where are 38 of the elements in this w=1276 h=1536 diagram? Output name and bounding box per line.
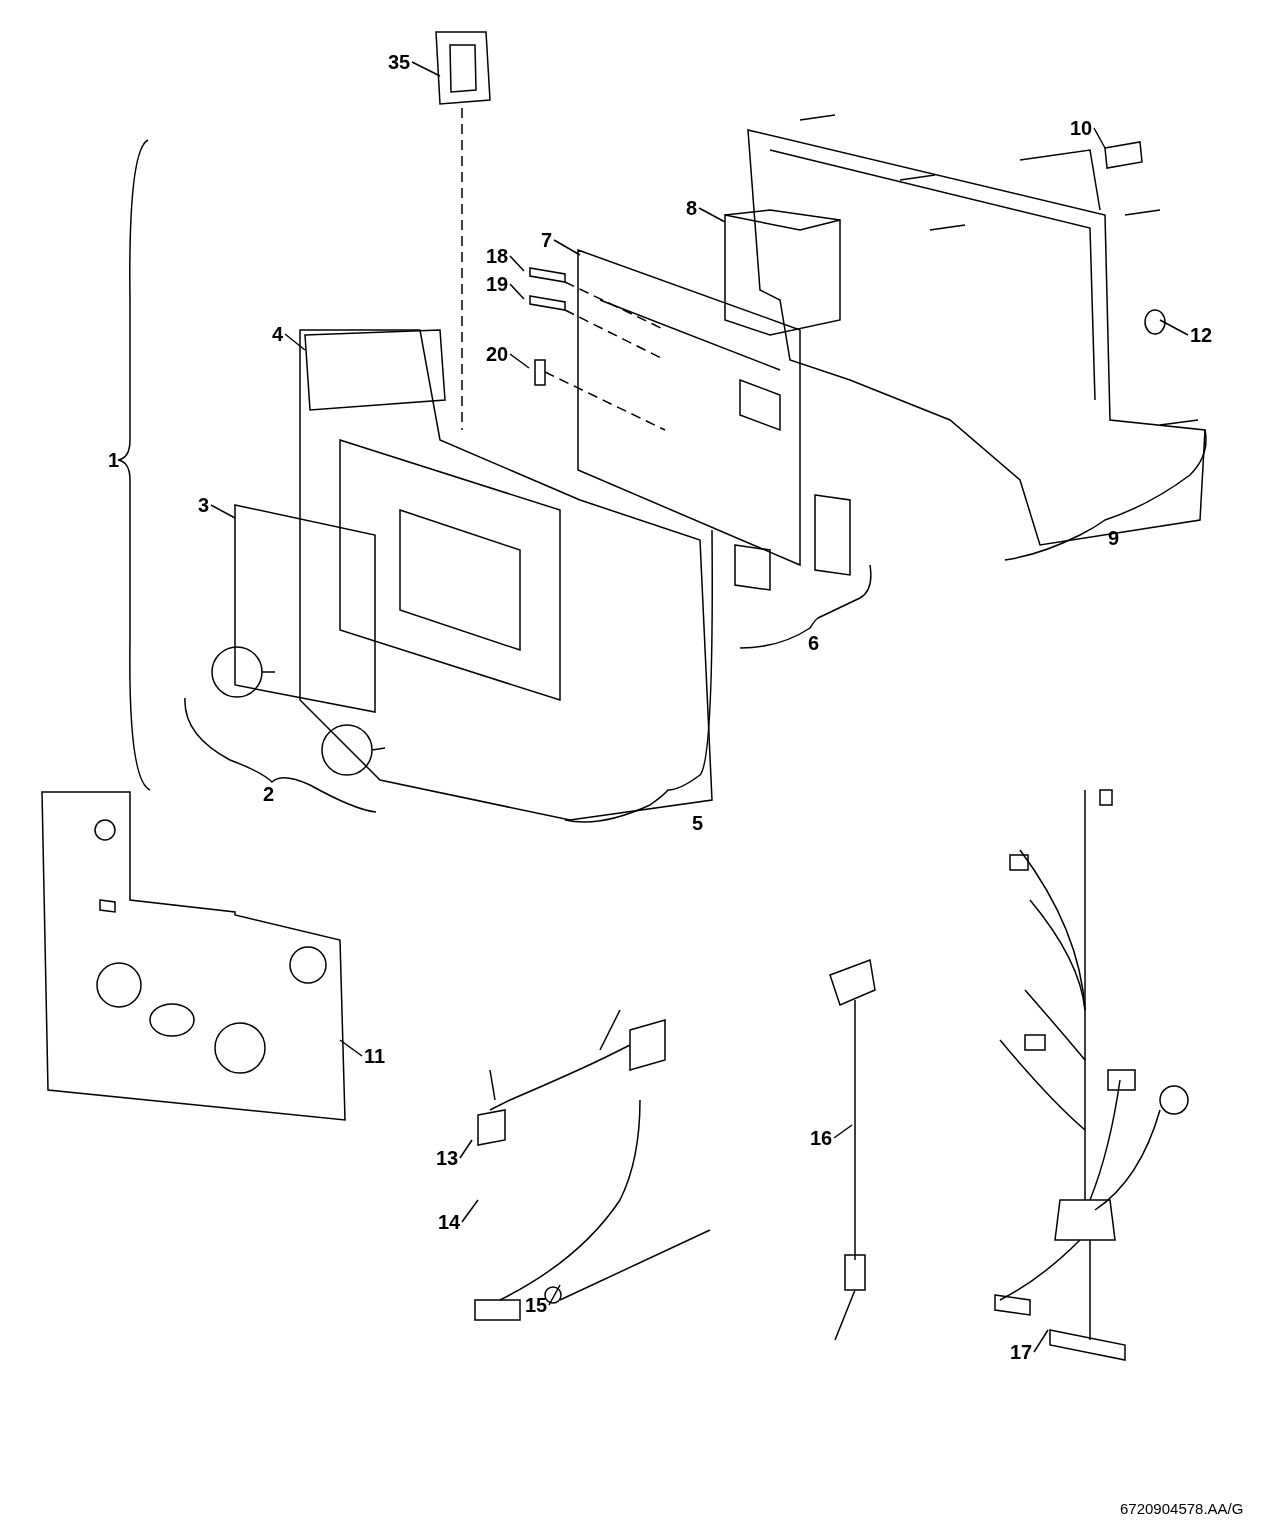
callout-number: 12	[1190, 324, 1213, 346]
callout-number: 19	[486, 273, 509, 295]
callout-number: 10	[1070, 117, 1093, 139]
callout-number: 35	[388, 51, 411, 73]
callout-number: 6	[808, 632, 820, 654]
leader-line	[833, 1124, 853, 1139]
callout-number: 7	[541, 229, 553, 251]
callout-number: 16	[810, 1127, 833, 1149]
leader-line	[459, 1139, 473, 1159]
callout-number: 3	[198, 494, 210, 516]
leader-line	[553, 239, 581, 256]
callout-number: 2	[263, 783, 275, 805]
leader-line	[509, 283, 525, 300]
callout-number: 4	[272, 323, 284, 345]
leader-line	[411, 61, 441, 77]
callout-number: 1	[108, 449, 120, 471]
leader-line	[210, 504, 236, 519]
callout-number: 15	[525, 1294, 548, 1316]
leader-line	[509, 255, 525, 272]
callout-number: 13	[436, 1147, 459, 1169]
leader-line	[461, 1199, 479, 1223]
leader-line	[548, 1284, 561, 1306]
leader-line	[1159, 319, 1189, 336]
drawing-code: 6720904578.AA/G	[1120, 1500, 1244, 1517]
leader-line	[284, 333, 306, 351]
callout-number: 11	[364, 1045, 386, 1067]
leader-line	[509, 353, 530, 369]
callout-number: 8	[686, 197, 698, 219]
leader-line	[339, 1039, 363, 1057]
callout-number: 18	[486, 245, 509, 267]
callout-number: 20	[486, 343, 509, 365]
callout-number: 9	[1108, 527, 1120, 549]
leader-line	[1093, 127, 1106, 149]
leader-line	[1033, 1329, 1049, 1353]
leader-line	[698, 207, 726, 223]
callout-number: 14	[438, 1211, 461, 1233]
callout-number: 5	[692, 812, 704, 834]
callout-number: 17	[1010, 1341, 1033, 1363]
